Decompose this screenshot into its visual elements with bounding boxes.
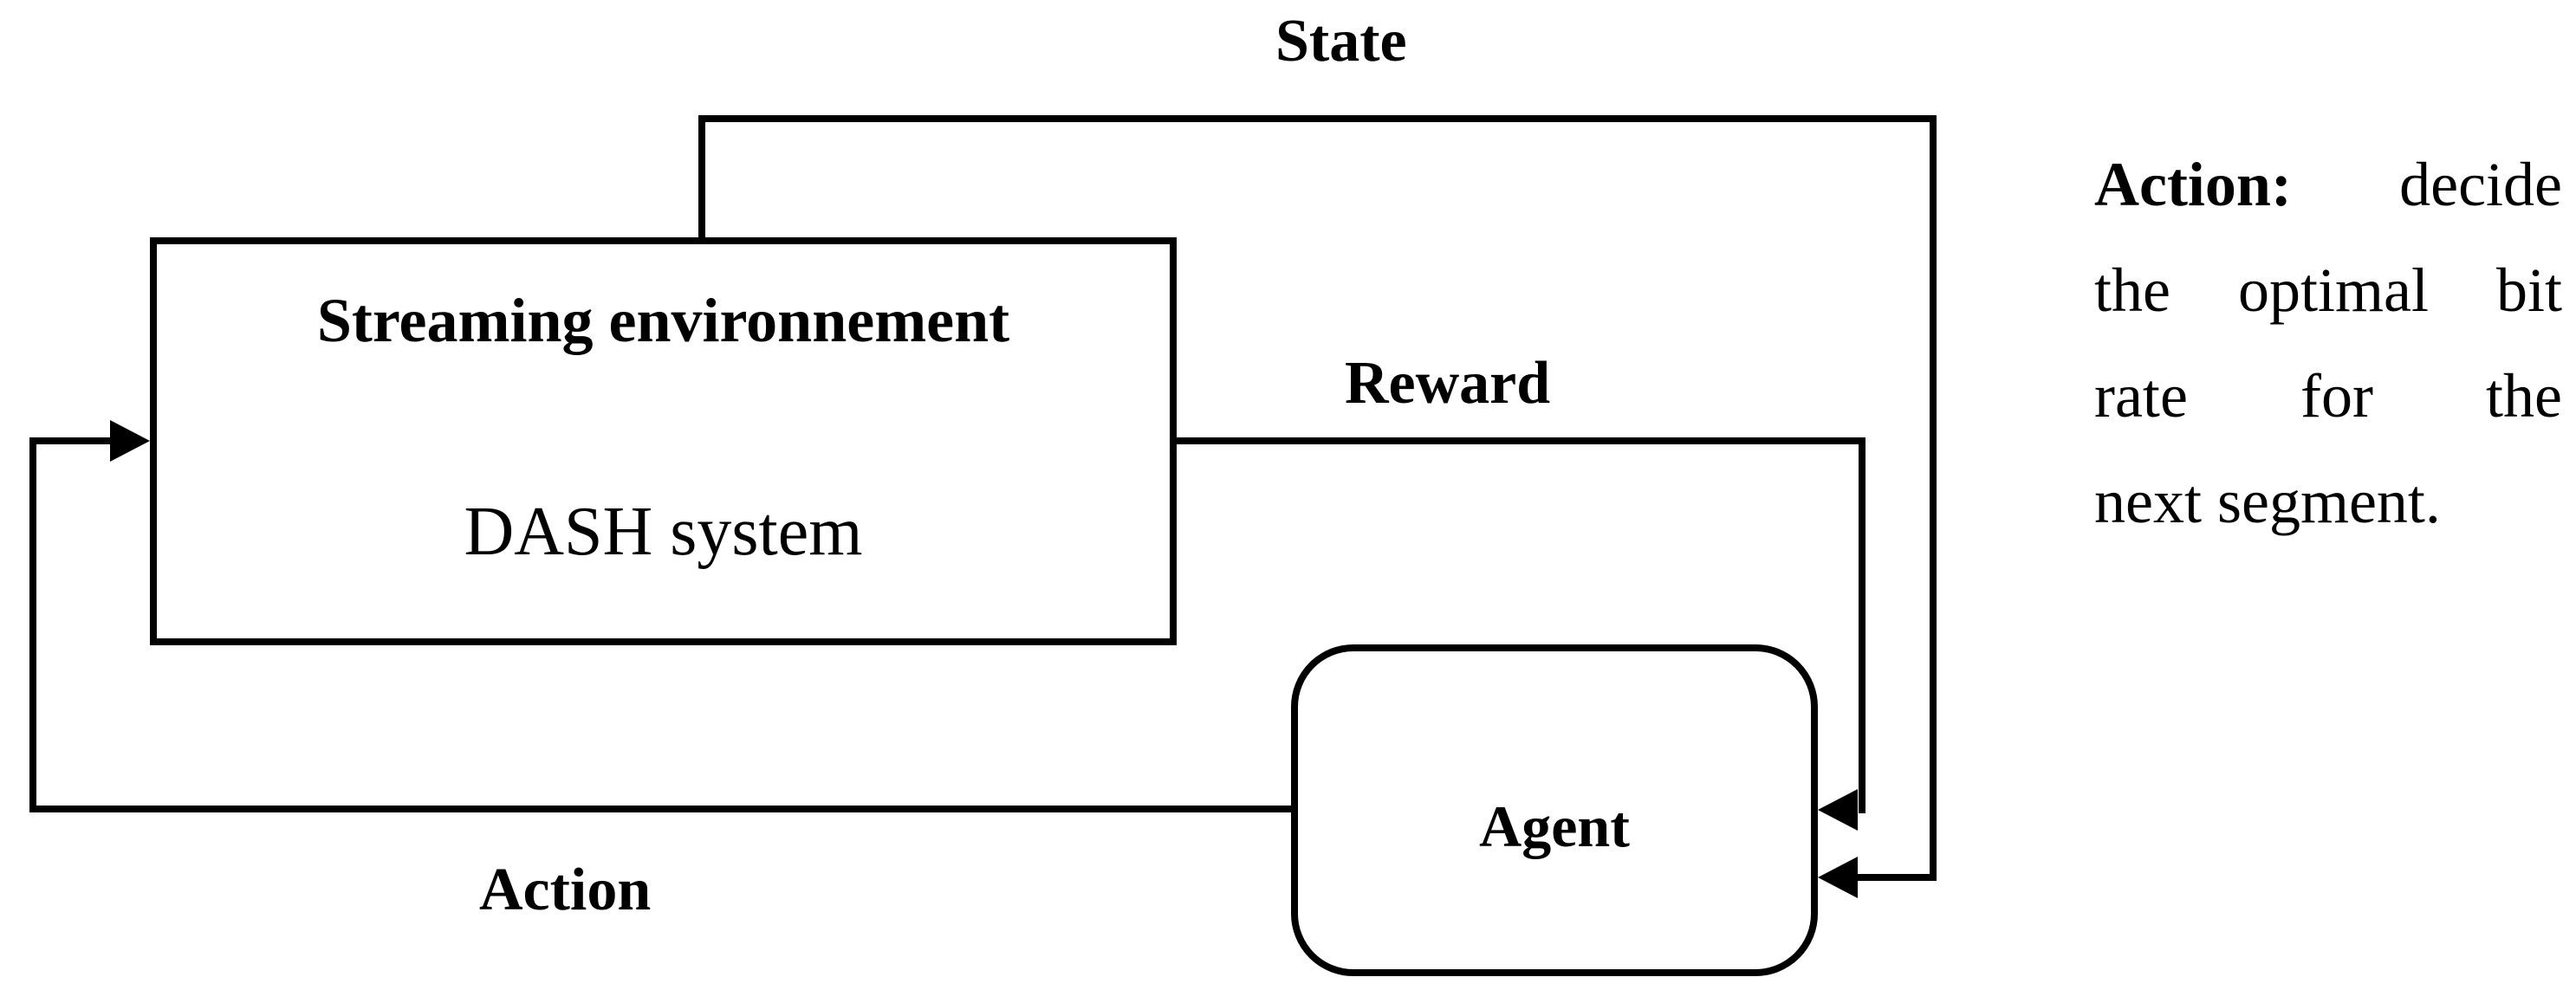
action-line-into-env xyxy=(29,437,112,444)
reward-arrowhead-icon xyxy=(1818,789,1858,831)
reward-line-horizontal xyxy=(1177,437,1865,444)
annotation-line-4: next segment. xyxy=(2094,467,2441,536)
annotation-lead-bold: Action: xyxy=(2094,150,2292,219)
action-arrowhead-icon xyxy=(110,420,150,462)
agent-box-label: Agent xyxy=(1479,793,1630,859)
environment-box-title: Streaming environnement xyxy=(316,286,1010,355)
action-edge-label: Action xyxy=(479,857,652,923)
action-line-bottom xyxy=(29,806,1291,812)
annotation-lead-rest: decide xyxy=(2399,150,2562,219)
annotation-line-3: rate for the xyxy=(2094,361,2562,430)
state-line-top xyxy=(698,115,1937,122)
state-line-right-drop xyxy=(1930,115,1937,881)
reward-line-drop xyxy=(1859,437,1865,813)
state-line-riser xyxy=(698,115,705,237)
action-line-riser xyxy=(29,437,36,812)
agent-box: Agent xyxy=(1291,644,1818,976)
action-annotation: Action: decide the optimal bit rate for … xyxy=(2094,132,2562,554)
annotation-line-2: the optimal bit xyxy=(2094,256,2562,325)
reward-edge-label: Reward xyxy=(1345,350,1551,417)
environment-box: Streaming environnement DASH system xyxy=(150,237,1177,645)
state-arrowhead-icon xyxy=(1818,857,1858,898)
environment-box-subtitle: DASH system xyxy=(464,494,863,570)
annotation-line-1: Action: decide xyxy=(2094,132,2562,237)
state-line-into-agent xyxy=(1854,874,1937,881)
state-edge-label: State xyxy=(1275,8,1407,74)
